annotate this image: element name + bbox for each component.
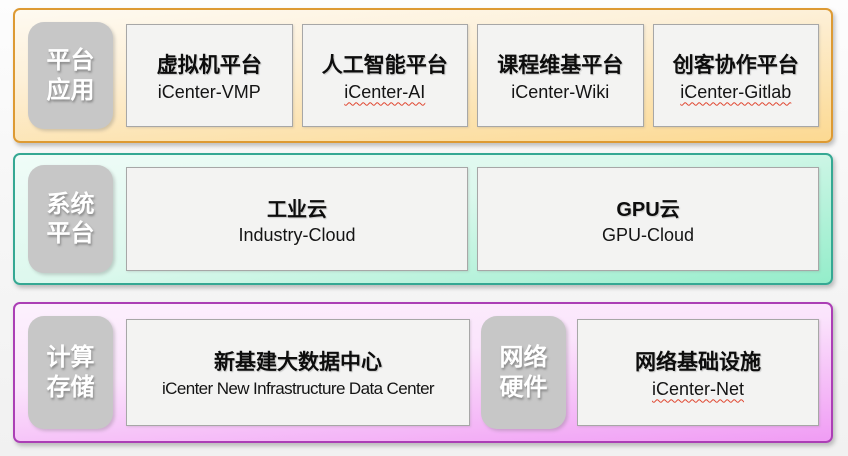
band-label-text: 计算存储 — [46, 344, 95, 401]
card-subtitle: iCenter-Net — [651, 378, 745, 399]
card-subtitle: iCenter-Gitlab — [680, 81, 792, 102]
card-title: GPU云 — [616, 198, 680, 221]
card-network-infra: 网络基础设施 iCenter-Net — [577, 319, 819, 426]
band-label-text: 系统平台 — [46, 190, 95, 247]
band-label-compute-storage: 计算存储 — [28, 316, 113, 429]
card-gpu-cloud: GPU云 GPU-Cloud — [477, 167, 819, 271]
band-label-text: 平台应用 — [46, 47, 95, 104]
card-title: 课程维基平台 — [497, 53, 624, 77]
card-title: 工业云 — [267, 198, 327, 221]
band-system-platform: 系统平台 工业云 Industry-Cloud GPU云 GPU-Cloud — [13, 153, 833, 285]
card-title: 人工智能平台 — [321, 53, 448, 77]
card-data-center: 新基建大数据中心 iCenter New Infrastructure Data… — [126, 319, 470, 426]
card-title: 虚拟机平台 — [156, 53, 262, 77]
card-vmp: 虚拟机平台 iCenter-VMP — [126, 24, 293, 127]
band-label-platform-apps: 平台应用 — [28, 22, 113, 129]
card-subtitle: iCenter-AI — [344, 81, 426, 102]
band-label-network-hardware: 网络硬件 — [481, 316, 566, 429]
card-subtitle: iCenter-Wiki — [511, 81, 610, 102]
card-subtitle: iCenter New Infrastructure Data Center — [162, 379, 435, 398]
card-industry-cloud: 工业云 Industry-Cloud — [126, 167, 468, 271]
card-wiki: 课程维基平台 iCenter-Wiki — [477, 24, 644, 127]
card-title: 创客协作平台 — [672, 53, 799, 77]
card-subtitle: Industry-Cloud — [238, 224, 356, 245]
card-subtitle: iCenter-VMP — [157, 81, 261, 102]
band-label-system-platform: 系统平台 — [28, 165, 113, 273]
card-title: 网络基础设施 — [635, 350, 761, 374]
card-title: 新基建大数据中心 — [214, 351, 382, 374]
band-infrastructure: 计算存储 新基建大数据中心 iCenter New Infrastructure… — [13, 302, 833, 443]
card-gitlab: 创客协作平台 iCenter-Gitlab — [652, 24, 819, 127]
band-label-text: 网络硬件 — [499, 344, 548, 401]
band-platform-apps: 平台应用 虚拟机平台 iCenter-VMP 人工智能平台 iCenter-AI… — [13, 8, 833, 143]
card-subtitle: GPU-Cloud — [601, 224, 695, 245]
card-ai: 人工智能平台 iCenter-AI — [301, 24, 468, 127]
